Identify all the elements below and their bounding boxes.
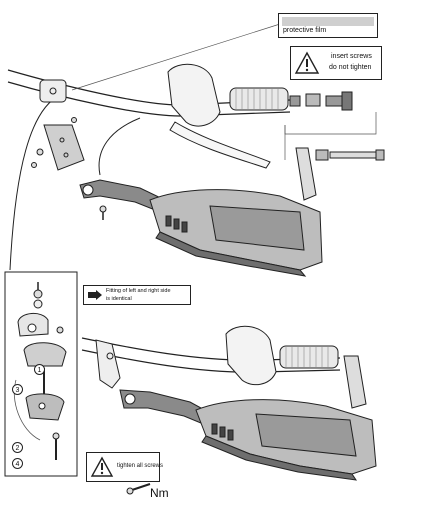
do-not-tighten-text: do not tighten: [329, 64, 372, 71]
lower-grip: [279, 345, 339, 369]
insert-screws-text: insert screws: [331, 53, 372, 60]
torque-wrench-icon: [131, 483, 151, 491]
upper-right-bracket: [295, 147, 317, 201]
fitting-note: Fitting of left and right side is identi…: [83, 285, 191, 305]
upper-clamp: [39, 79, 67, 103]
upper-lever-housing: [167, 63, 221, 127]
callout-1: 1: [34, 364, 45, 375]
exploded-clamp-lower: [23, 342, 67, 367]
protective-film-label-box: protective film: [278, 13, 378, 38]
callout-4: 4: [12, 458, 23, 469]
torque-unit-label: Nm: [150, 486, 169, 500]
protective-film-label: protective film: [283, 27, 327, 34]
protective-film-swatch: [282, 17, 374, 26]
upper-brake-lever: [169, 121, 271, 169]
tighten-all-text: tighten all screws: [117, 463, 164, 469]
upper-assembly: [7, 23, 385, 277]
hand-pointer-icon: [88, 290, 102, 300]
lower-lever-housing: [225, 325, 277, 386]
insert-screws-warning: insert screws do not tighten: [290, 46, 382, 80]
warning-triangle-icon: [294, 51, 320, 74]
warning-triangle-icon: [90, 456, 114, 477]
callout-2: 2: [12, 442, 23, 453]
tighten-screws-warning: tighten all screws: [86, 452, 164, 482]
upper-bracket: [43, 124, 85, 171]
lower-assembly: [81, 325, 377, 495]
fitting-note-line2: is identical: [106, 296, 132, 302]
callout-3: 3: [12, 384, 23, 395]
upper-grip: [229, 87, 289, 111]
fitting-note-line1: Fitting of left and right side: [106, 288, 171, 294]
